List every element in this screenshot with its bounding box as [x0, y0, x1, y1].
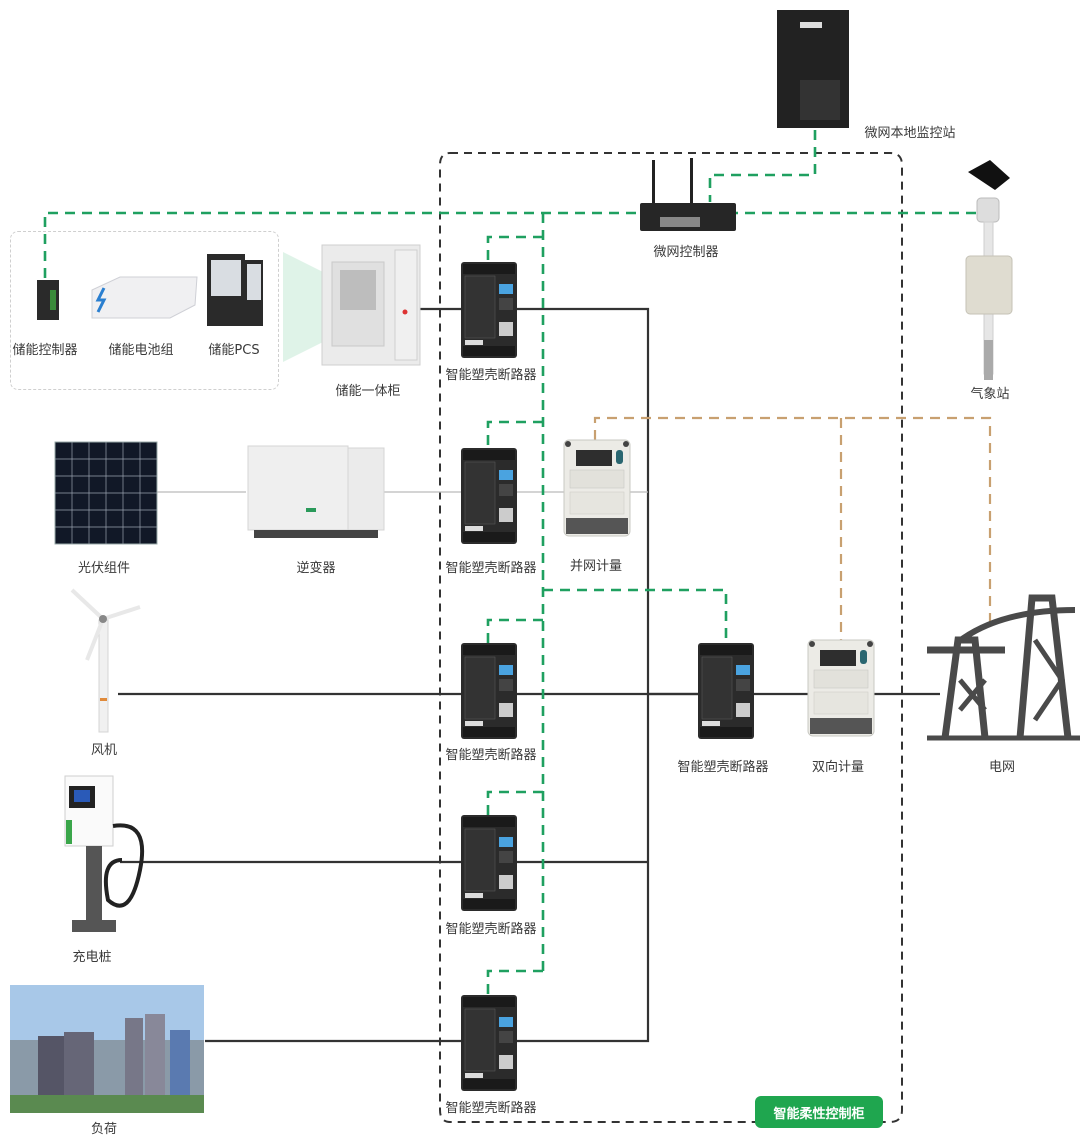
- label-weather-station: 气象站: [970, 387, 1010, 402]
- bidirectional-meter-icon[interactable]: [807, 639, 875, 737]
- breaker-icon[interactable]: [460, 642, 518, 740]
- wind-turbine-icon: [70, 588, 141, 733]
- inverter-icon: [247, 445, 385, 538]
- label-breaker-5: 智能塑壳断路器: [445, 1101, 537, 1116]
- power-lines: [118, 307, 940, 1043]
- label-power-grid: 电网: [988, 760, 1016, 775]
- label-microgrid-controller: 微网控制器: [653, 245, 719, 260]
- label-breaker-4: 智能塑壳断路器: [445, 922, 537, 937]
- cabinet-boundary: [439, 152, 903, 1123]
- label-wind-turbine: 风机: [90, 743, 118, 758]
- breaker-icon[interactable]: [460, 447, 518, 545]
- label-load: 负荷: [90, 1122, 118, 1137]
- main-breaker-icon[interactable]: [697, 642, 755, 740]
- storage-group-frame: [10, 231, 279, 390]
- ev-charger-icon: [64, 775, 145, 932]
- label-main-breaker: 智能塑壳断路器: [677, 760, 769, 775]
- label-battery-pack: 储能电池组: [108, 343, 174, 358]
- label-breaker-2: 智能塑壳断路器: [445, 561, 537, 576]
- label-inverter: 逆变器: [296, 561, 336, 576]
- din-controller-icon: [37, 280, 59, 320]
- server-tower-icon: [777, 10, 849, 128]
- power-line-storage: [205, 307, 650, 1043]
- label-bidirectional-meter: 双向计量: [811, 760, 865, 775]
- grid-meter-icon[interactable]: [563, 439, 631, 537]
- solar-panel-icon: [54, 441, 158, 545]
- transmission-tower-icon: [927, 594, 1080, 741]
- meter-lines: [593, 416, 992, 640]
- storage-glow: [283, 252, 323, 362]
- storage-cabinet-icon: [321, 244, 421, 366]
- cabinet-badge: 智能柔性控制柜: [755, 1096, 883, 1128]
- label-grid-meter: 并网计量: [569, 559, 623, 574]
- label-storage-controller: 储能控制器: [12, 343, 78, 358]
- label-storage-cabinet: 储能一体柜: [335, 384, 401, 399]
- battery-rack-icon: [91, 276, 198, 319]
- label-breaker-3: 智能塑壳断路器: [445, 748, 537, 763]
- communication-lines: [43, 130, 980, 995]
- label-charger: 充电桩: [72, 950, 112, 965]
- label-breaker-1: 智能塑壳断路器: [445, 368, 537, 383]
- label-pv-module: 光伏组件: [77, 561, 131, 576]
- city-buildings-icon: [10, 985, 204, 1113]
- breaker-icon[interactable]: [460, 261, 518, 359]
- label-monitor-station: 微网本地监控站: [864, 126, 956, 141]
- breaker-icon[interactable]: [460, 994, 518, 1092]
- weather-station-icon: [965, 160, 1013, 380]
- breaker-icon[interactable]: [460, 814, 518, 912]
- label-storage-pcs: 储能PCS: [208, 343, 260, 358]
- router-antenna-icon: [640, 158, 736, 231]
- pcs-cabinet-icon: [207, 254, 263, 326]
